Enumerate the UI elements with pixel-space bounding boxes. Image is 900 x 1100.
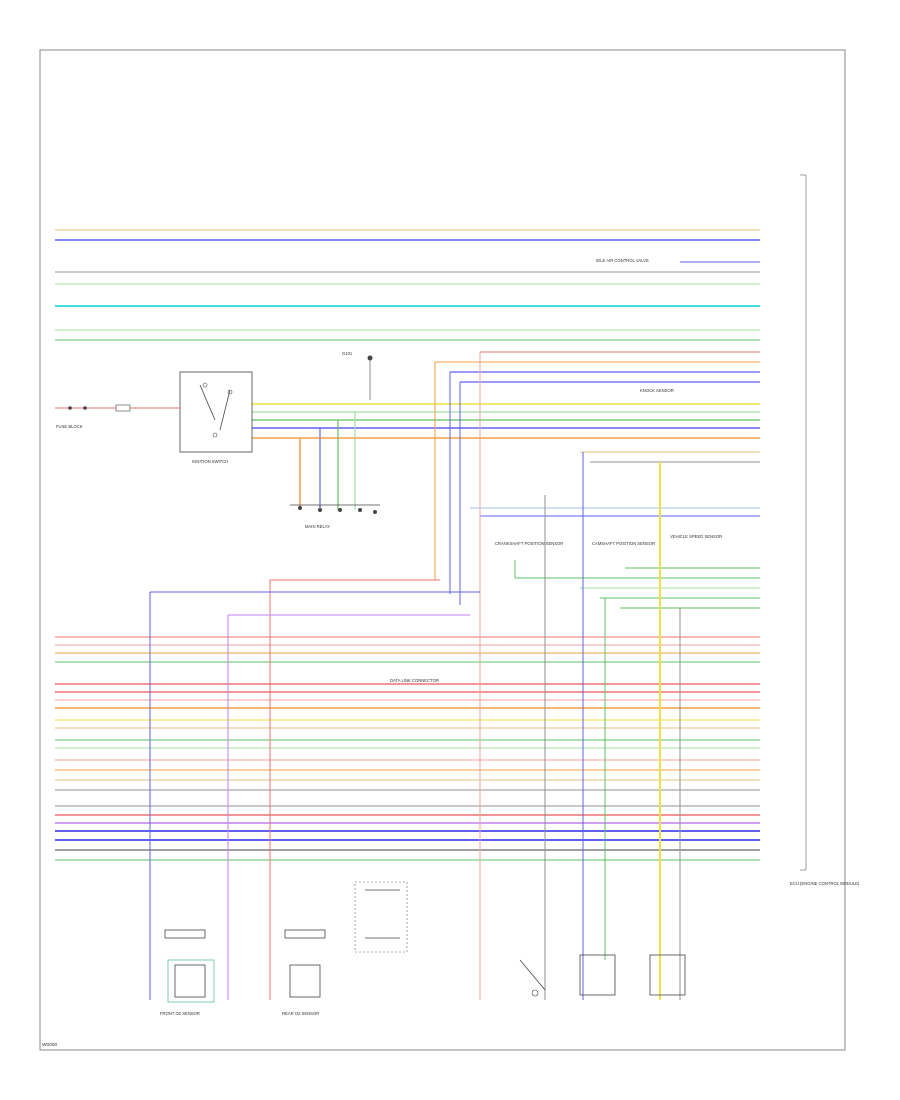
ignition-switch-label: IGNITION SWITCH	[192, 459, 228, 464]
ground-label: G101	[342, 351, 353, 356]
ignition-switch	[179, 371, 253, 453]
vertical-wires	[149, 352, 681, 1000]
knock-sensor-label: KNOCK SENSOR	[640, 388, 674, 393]
vss-connector	[579, 954, 686, 996]
main-relay-label: MAIN RELAY	[305, 524, 330, 529]
front-o2-label: FRONT O2 SENSOR	[160, 1011, 200, 1016]
horizontal-wires	[55, 229, 760, 861]
diagram-frame	[39, 49, 846, 1051]
idle-control-label: IDLE AIR CONTROL VALVE	[596, 258, 649, 263]
fuse-block	[55, 404, 180, 412]
main-module-label: ECU (ENGINE CONTROL MODULE)	[790, 881, 860, 886]
footer-code: W0000	[42, 1042, 58, 1048]
ground-symbol	[367, 355, 373, 400]
fuse-block-label: FUSE BLOCK	[56, 424, 83, 429]
main-relay	[290, 504, 380, 514]
main-module-outline	[800, 174, 807, 871]
idle-air-valve	[519, 959, 546, 997]
crank-sensor-label: CRANKSHAFT POSITION SENSOR	[495, 541, 563, 546]
relay-right-box	[354, 881, 408, 953]
rear-o2-sensor	[284, 929, 326, 998]
cam-sensor-label: CAMSHAFT POSITION SENSOR	[592, 541, 655, 546]
speed-sensor-label: VEHICLE SPEED SENSOR	[670, 534, 722, 539]
rear-o2-label: REAR O2 SENSOR	[282, 1011, 319, 1016]
front-o2-sensor	[164, 929, 215, 1003]
data-link-label: DATA LINK CONNECTOR	[390, 678, 439, 683]
